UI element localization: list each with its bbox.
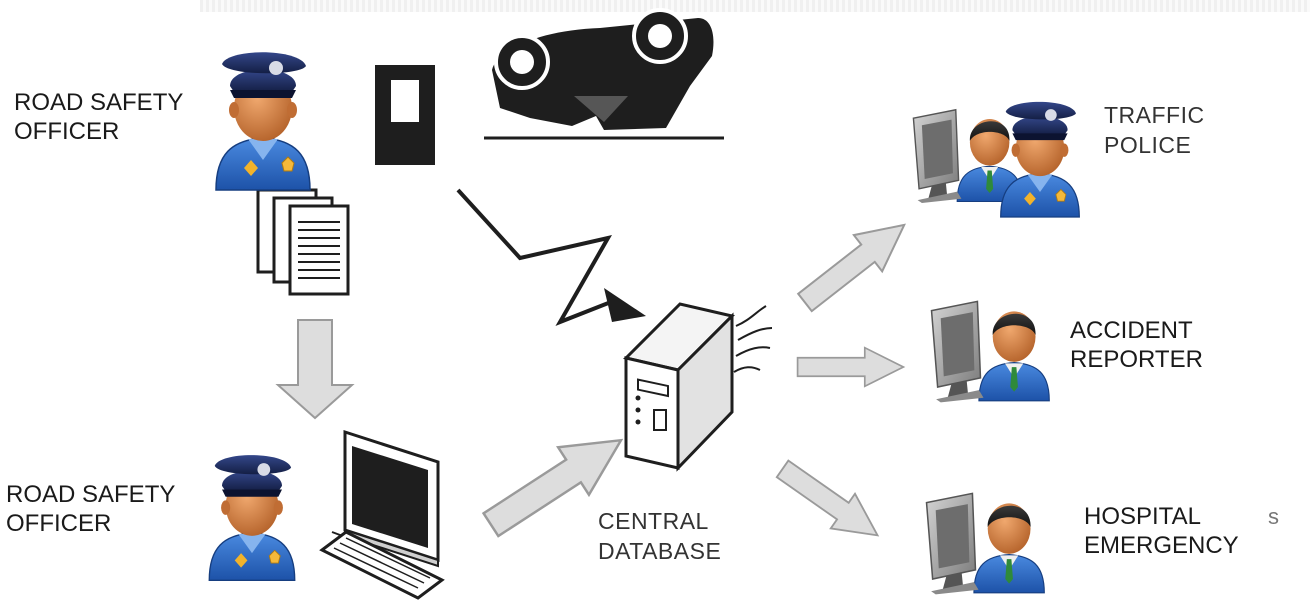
arrow-to-accident-reporter xyxy=(796,346,905,388)
arrow-down xyxy=(275,319,355,420)
arrow-to-traffic-police xyxy=(789,205,920,322)
computer-terminal-icon xyxy=(319,429,445,600)
mobile-phone-icon xyxy=(375,65,435,165)
documents-icon xyxy=(256,188,350,296)
top-band xyxy=(200,0,1310,12)
overturned-car-icon xyxy=(484,8,724,140)
lightning-signal-icon xyxy=(456,188,646,326)
police-officer-icon xyxy=(1000,101,1080,218)
police-officer-icon xyxy=(208,454,296,582)
arrow-to-hospital-emergency xyxy=(769,450,891,554)
server-tower-icon xyxy=(623,302,773,472)
monitor-user-icon xyxy=(925,492,1046,596)
monitor-user-icon xyxy=(912,108,1024,204)
edge-text-fragment: s xyxy=(1268,504,1279,529)
police-officer-icon xyxy=(215,51,311,191)
monitor-user-icon xyxy=(930,300,1051,404)
